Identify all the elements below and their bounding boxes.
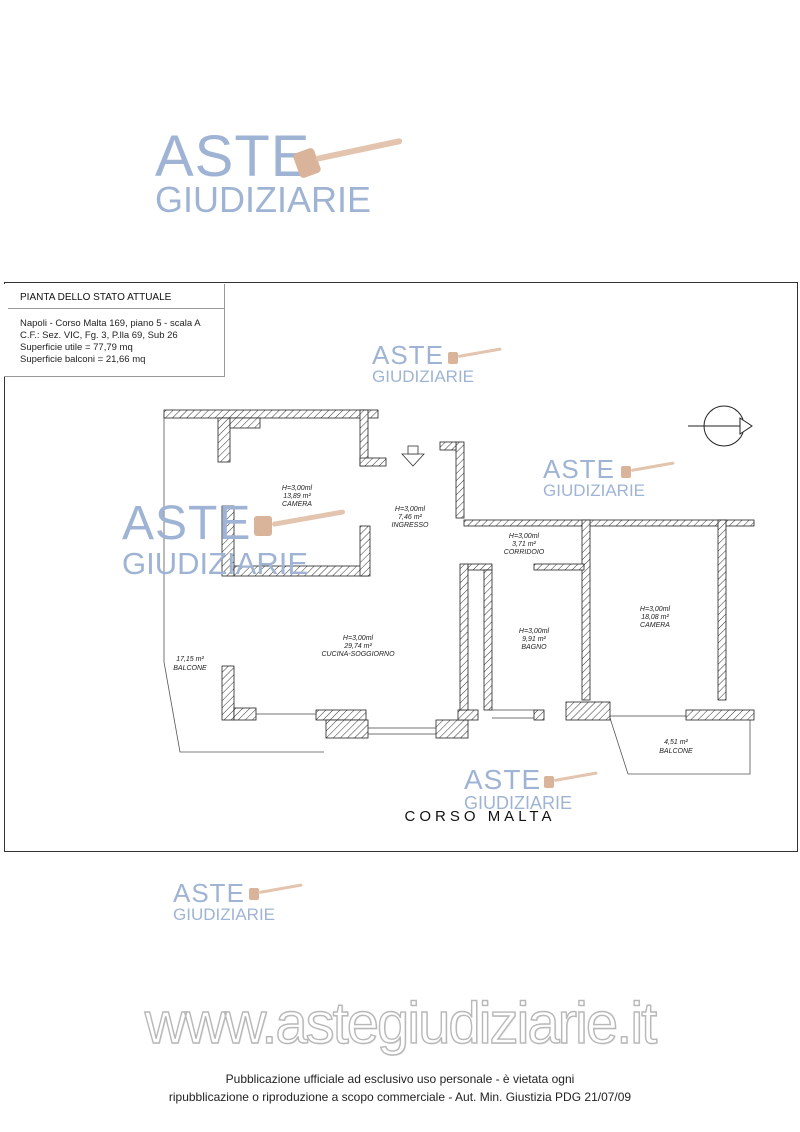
disclaimer-line-1: Pubblicazione ufficiale ad esclusivo uso… <box>225 1072 575 1086</box>
legend-address: Napoli - Corso Malta 169, piano 5 - scal… <box>20 318 201 329</box>
legend-usable-area: Superficie utile = 77,79 mq <box>20 342 133 353</box>
legend-balcony-area: Superficie balconi = 21,66 mq <box>20 354 146 365</box>
entrance-arrow-icon <box>401 453 425 467</box>
north-compass-icon <box>688 405 753 447</box>
legend-title: PIANTA DELLO STATO ATTUALE <box>20 292 172 303</box>
disclaimer-line-2: ripubblicazione o riproduzione a scopo c… <box>168 1090 632 1104</box>
watermark-logo-top: ASTE GIUDIZIARIE <box>155 124 403 220</box>
floor-plan <box>4 282 798 852</box>
gavel-icon <box>249 883 303 900</box>
legend-cadastre: C.F.: Sez. VIC, Fg. 3, P.lla 69, Sub 26 <box>20 330 178 341</box>
plan-legend: PIANTA DELLO STATO ATTUALE Napoli - Cors… <box>4 284 225 377</box>
watermark-giudiziarie: GIUDIZIARIE <box>155 179 372 220</box>
gavel-icon <box>293 138 403 178</box>
watermark-logo-bottom: ASTE GIUDIZIARIE <box>173 880 303 923</box>
watermark-aste: ASTE <box>155 124 311 189</box>
website-watermark: www.astegiudiziarie.it <box>144 990 658 1056</box>
street-name: CORSO MALTA <box>404 808 556 825</box>
